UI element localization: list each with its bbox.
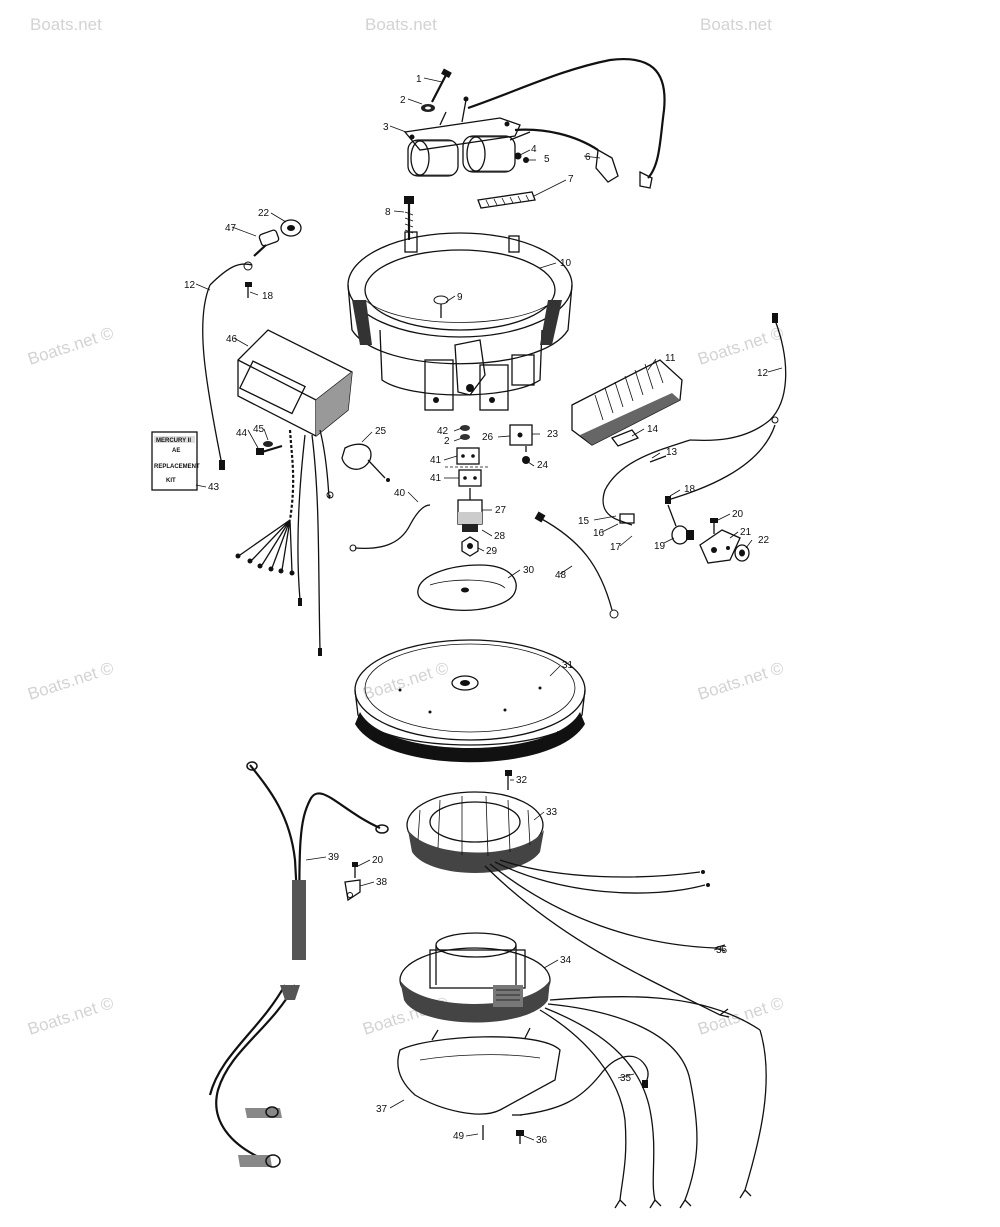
callout-label: 40 [394, 488, 406, 499]
callout-label: 47 [225, 223, 237, 234]
trigger-34 [397, 932, 767, 1209]
callout-numbers: 1 2 3 4 5 6 7 8 22 47 10 12 9 18 46 11 1… [184, 74, 770, 1146]
callout-label: 33 [546, 807, 558, 818]
callout-label: 48 [555, 570, 567, 581]
callout-label: 39 [328, 852, 340, 863]
callout-label: 2 [400, 95, 406, 106]
callout-label: 7 [568, 174, 574, 185]
callout-label: 49 [453, 1131, 465, 1142]
callout-label: 16 [593, 528, 605, 539]
callout-label: 22 [758, 535, 770, 546]
callout-label: 41 [430, 473, 442, 484]
callout-label: 15 [578, 516, 590, 527]
callout-label: 27 [495, 505, 507, 516]
decal-line: MERCURY II [156, 438, 191, 444]
callout-label: 24 [537, 460, 549, 471]
ignition-coil-assembly [403, 58, 666, 209]
decal-line: REPLACEMENT [154, 464, 200, 470]
callout-label: 14 [647, 424, 659, 435]
callout-label: 36 [536, 1135, 548, 1146]
callout-label: 21 [740, 527, 752, 538]
callout-label: 9 [457, 292, 463, 303]
watermark: Boats.net © [695, 658, 786, 704]
callout-label: 22 [258, 208, 270, 219]
flywheel-31 [354, 639, 586, 763]
callout-label: 44 [236, 428, 248, 439]
decal-43: MERCURY II AE REPLACEMENT KIT [151, 431, 200, 491]
callout-label: 4 [531, 144, 537, 155]
callout-label: 26 [482, 432, 494, 443]
callout-label: 8 [385, 207, 391, 218]
callout-label: 1 [416, 74, 422, 85]
callout-label: 46 [226, 334, 238, 345]
watermark: Boats.net [30, 15, 102, 34]
callout-label: 29 [486, 546, 498, 557]
callout-label: 43 [208, 482, 220, 493]
watermark: Boats.net © [25, 658, 116, 704]
watermark: Boats.net © [695, 323, 786, 369]
callout-label: 25 [375, 426, 387, 437]
callout-label: 20 [372, 855, 384, 866]
callout-label: 18 [684, 484, 696, 495]
callout-label: 37 [376, 1104, 388, 1115]
callout-label: 6 [585, 152, 591, 163]
callout-label: 28 [494, 531, 506, 542]
callout-label: 45 [253, 424, 265, 435]
callout-label: 17 [610, 542, 622, 553]
switch-box-assembly [235, 329, 353, 656]
decal-line: AE [172, 448, 180, 454]
watermark: Boats.net © [695, 993, 786, 1039]
callout-label: 42 [437, 426, 449, 437]
timer-base-assembly [347, 196, 573, 411]
callout-label: 20 [732, 509, 744, 520]
callout-label: 2 [444, 436, 450, 447]
callout-label: 12 [757, 368, 769, 379]
plate-30 [417, 564, 517, 611]
watermark: Boats.net [700, 15, 772, 34]
callout-label: 23 [547, 429, 559, 440]
battery-cable [208, 984, 300, 1168]
stator-33 [406, 770, 730, 1018]
callout-label: 11 [665, 353, 676, 364]
decal-line: KIT [166, 478, 176, 484]
callout-label: 35 [716, 945, 728, 956]
callout-label: 18 [262, 291, 274, 302]
callout-label: 41 [430, 455, 442, 466]
rectifier-assembly [571, 313, 787, 564]
leader-lines [195, 77, 783, 1141]
callout-label: 13 [666, 447, 678, 458]
callout-label: 5 [544, 154, 550, 165]
callout-label: 38 [376, 877, 388, 888]
callout-label: 35 [620, 1073, 632, 1084]
callout-label: 12 [184, 280, 196, 291]
callout-label: 19 [654, 541, 666, 552]
callout-label: 34 [560, 955, 572, 966]
callout-label: 3 [383, 122, 389, 133]
lead-39 [246, 761, 389, 960]
callout-label: 10 [560, 258, 572, 269]
watermarks: Boats.net Boats.net Boats.net Boats.net … [25, 15, 786, 1039]
watermark: Boats.net © [25, 993, 116, 1039]
callout-label: 32 [516, 775, 528, 786]
watermark: Boats.net © [360, 658, 451, 704]
watermark: Boats.net © [25, 323, 116, 369]
left-terminal-parts [202, 219, 302, 470]
callout-label: 30 [523, 565, 535, 576]
center-small-parts [341, 424, 619, 619]
watermark: Boats.net [365, 15, 437, 34]
callout-label: 31 [562, 660, 574, 671]
